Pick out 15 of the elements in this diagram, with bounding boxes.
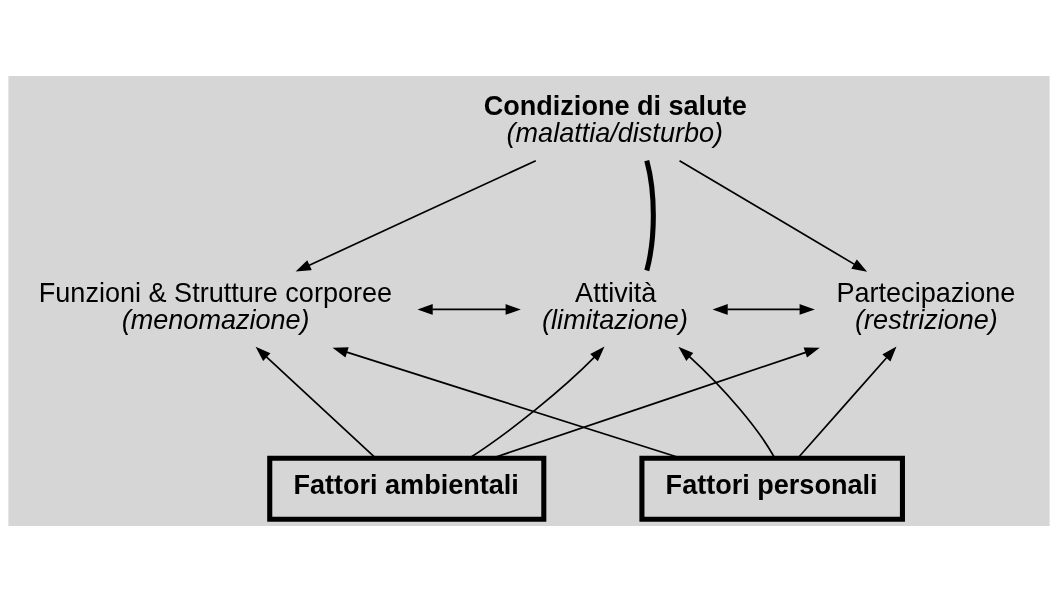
node-box: Fattori ambientali xyxy=(267,455,547,522)
arrow xyxy=(797,346,897,459)
arrow xyxy=(295,159,537,272)
node-text: Partecipazione (restrizione) xyxy=(836,277,1016,335)
node-text: Attività (limitazione) xyxy=(542,277,688,335)
connector xyxy=(644,159,656,271)
arrow xyxy=(678,159,868,272)
arrow xyxy=(678,346,776,459)
arrow xyxy=(712,303,815,315)
arrow xyxy=(468,346,605,459)
arrow xyxy=(417,303,521,315)
node-text: Condizione di salute (malattia/disturbo) xyxy=(483,90,747,148)
node-box: Fattori personali xyxy=(639,455,905,522)
arrow xyxy=(255,346,377,459)
node-text: Funzioni & Strutture corporee (menomazione) xyxy=(38,277,393,335)
